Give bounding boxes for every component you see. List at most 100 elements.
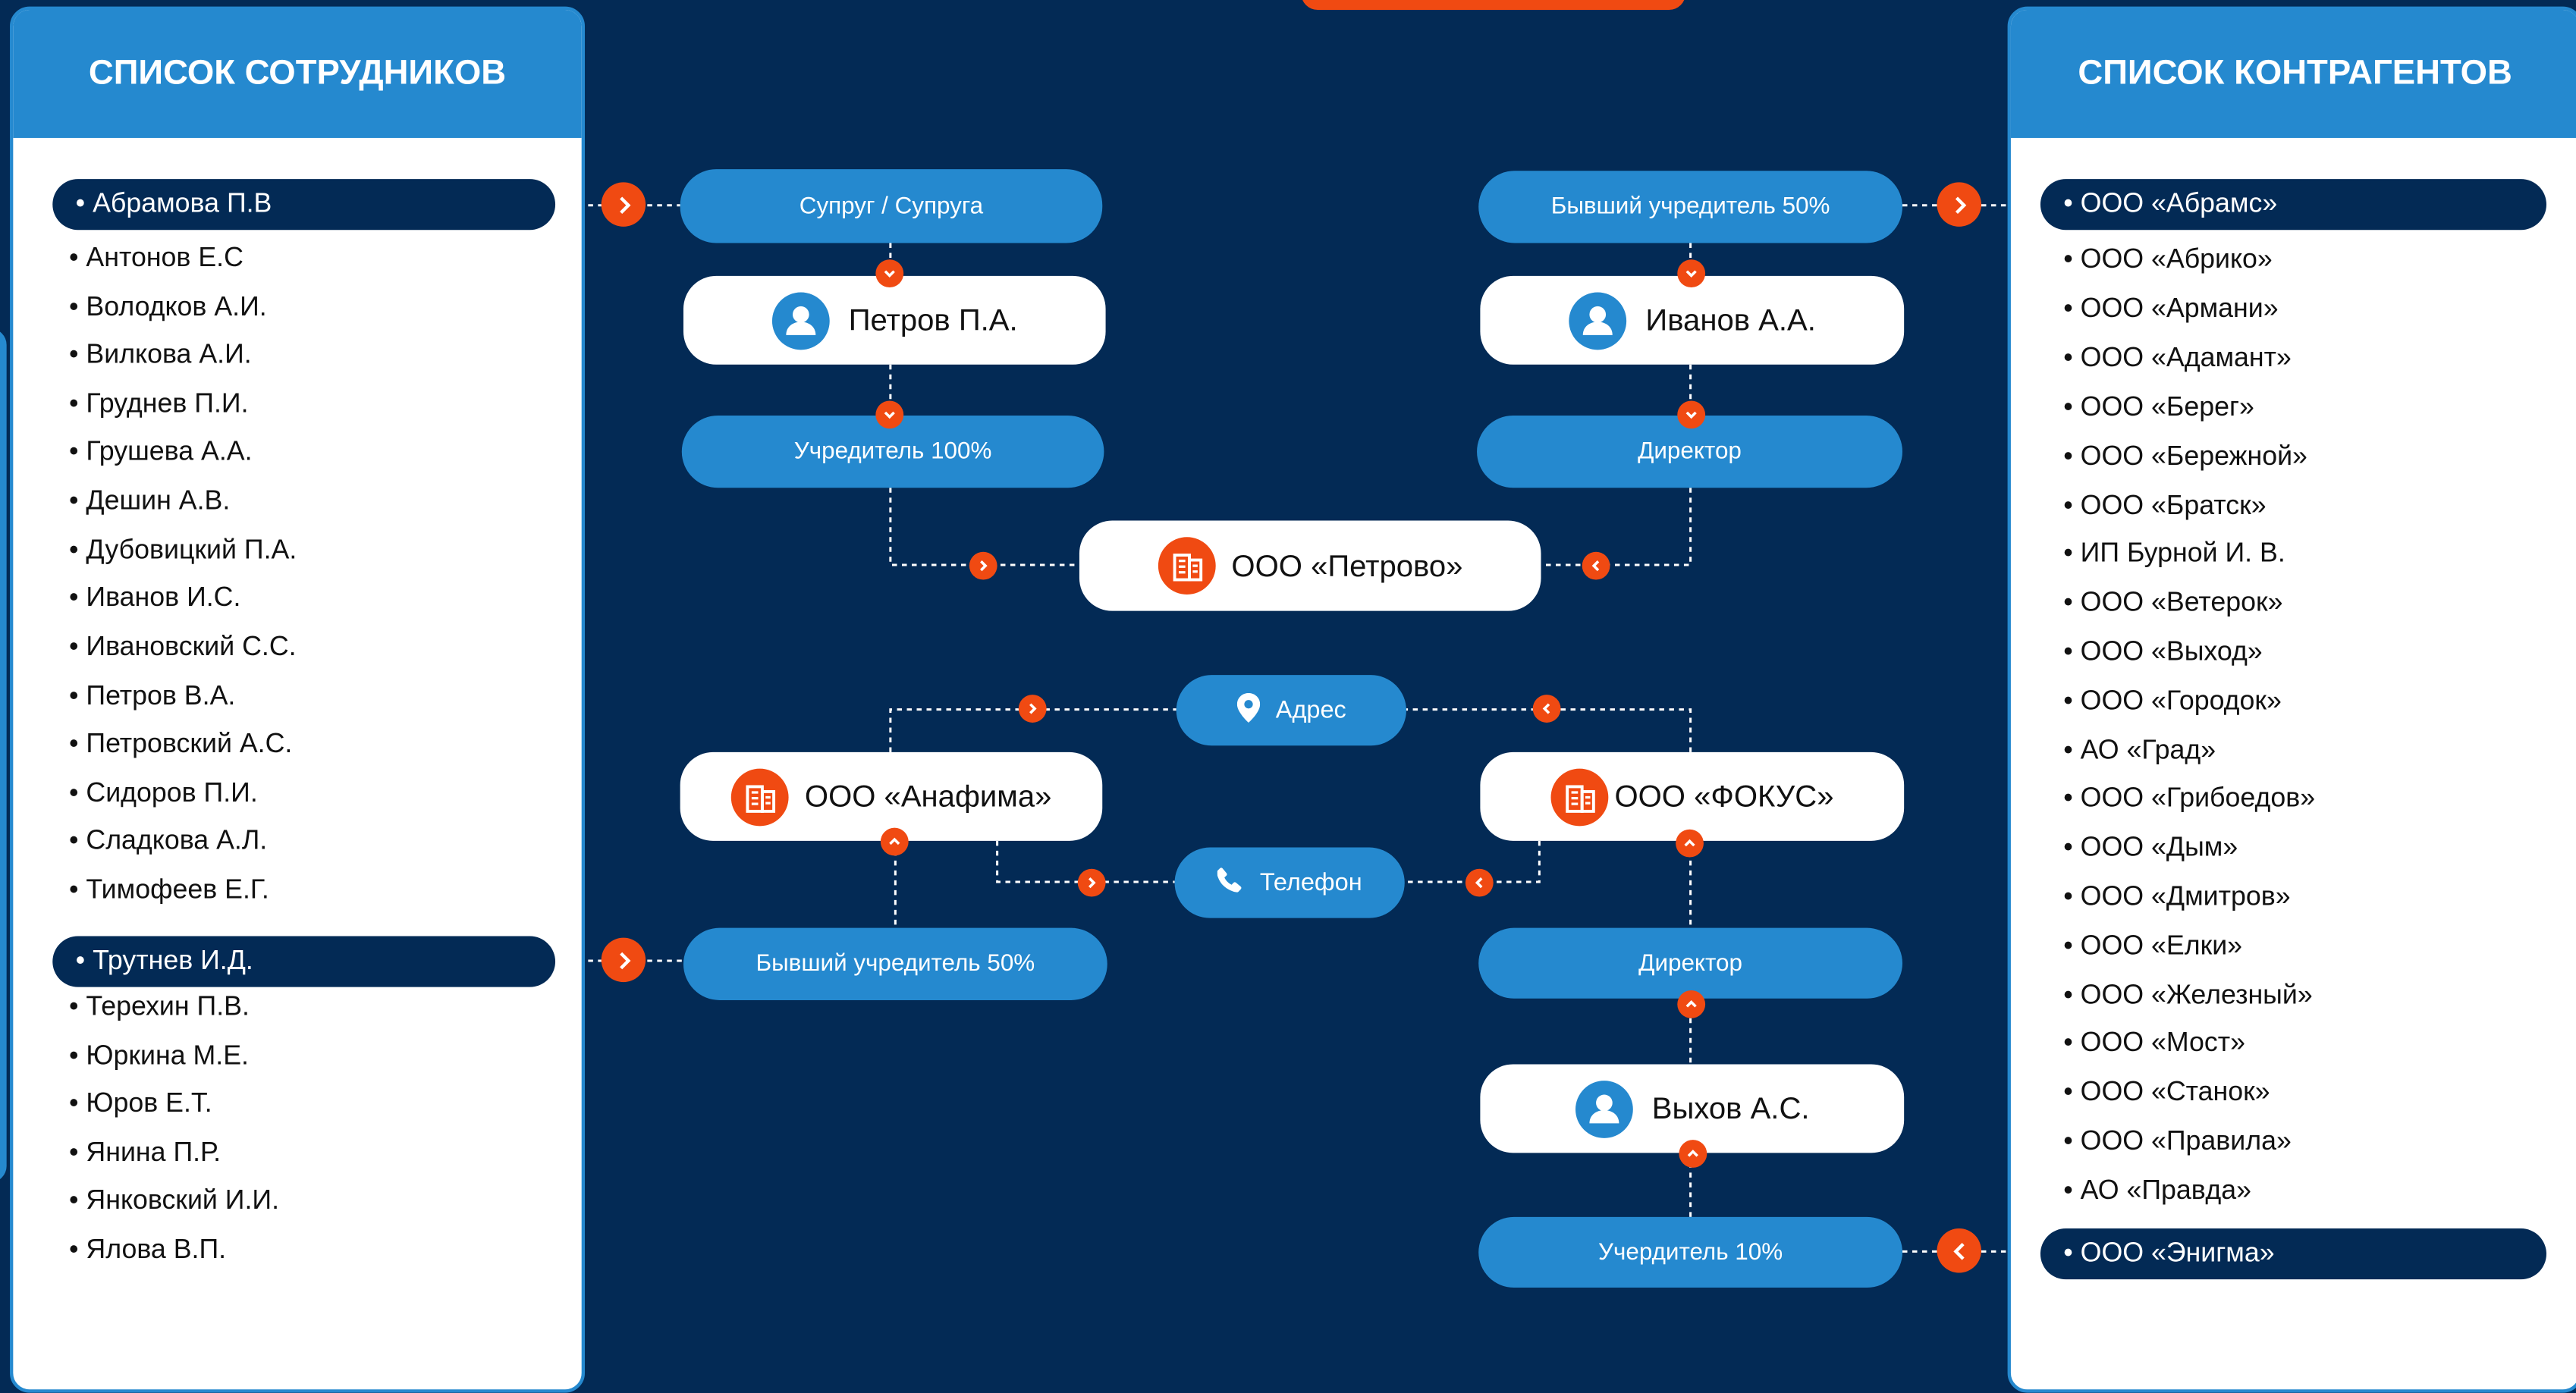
building-icon: [1550, 767, 1608, 826]
person-icon: [1574, 1080, 1632, 1137]
founder-10-relation-node[interactable]: Учердитель 10%: [1478, 1216, 1902, 1288]
contractor-item[interactable]: • ООО «Мост»: [2063, 1027, 2246, 1058]
employee-item-selected[interactable]: • Трутнев И.Д.: [52, 936, 556, 987]
contractor-item[interactable]: • ООО «Ветерок»: [2063, 588, 2283, 618]
chevron-right-icon: [1077, 868, 1106, 897]
founder-100-label: Учредитель 100%: [793, 438, 992, 465]
employee-item[interactable]: • Вилкова А.И.: [68, 340, 252, 370]
phone-node[interactable]: Телефон: [1174, 847, 1405, 918]
chevron-up-icon: [1676, 829, 1704, 858]
chevron-down-icon: [875, 259, 904, 288]
contractor-item[interactable]: • ООО «Железный»: [2063, 980, 2313, 1010]
contractor-item[interactable]: • АО «Град»: [2063, 736, 2216, 766]
contractor-item[interactable]: • ООО «Адамант»: [2063, 343, 2292, 373]
spouse-relation-node[interactable]: Супруг / Супруга: [680, 169, 1103, 243]
chevron-up-icon: [1679, 1140, 1707, 1168]
director-bottom-label: Директор: [1638, 949, 1743, 977]
employee-item[interactable]: • Дешин А.В.: [68, 486, 231, 516]
phone-label: Телефон: [1259, 868, 1362, 897]
person-icon: [771, 291, 829, 350]
address-label: Адрес: [1275, 696, 1346, 725]
director-top-relation-node[interactable]: Директор: [1477, 415, 1902, 488]
person-icon: [1568, 291, 1626, 350]
employee-item[interactable]: • Терехин П.В.: [68, 992, 250, 1022]
contractor-item[interactable]: • ООО «Елки»: [2063, 931, 2243, 961]
address-node[interactable]: Адрес: [1176, 675, 1406, 746]
employee-item[interactable]: • Дубовицкий П.А.: [68, 535, 297, 566]
contractors-panel: СПИСОК КОНТРАГЕНТОВ • ООО «Абрамс» • ООО…: [2007, 6, 2576, 1393]
chevron-down-icon: [1677, 259, 1706, 288]
top-accent-bar: [1301, 0, 1686, 10]
company-node-fokus[interactable]: ООО «ФОКУС»: [1480, 751, 1905, 841]
building-icon: [1157, 537, 1215, 595]
company-node-petrovo[interactable]: ООО «Петрово»: [1079, 520, 1541, 611]
employee-item[interactable]: • Петров В.А.: [68, 681, 236, 711]
chevron-left-icon: [1465, 868, 1494, 897]
left-accent-bar: [0, 328, 7, 1183]
chevron-up-icon: [880, 827, 909, 856]
person-name: Иванов А.А.: [1645, 302, 1816, 337]
contractor-item[interactable]: • ООО «Дым»: [2063, 833, 2238, 863]
contractor-item[interactable]: • ООО «Дмитров»: [2063, 882, 2291, 912]
company-name: ООО «ФОКУС»: [1614, 778, 1834, 814]
chevron-down-icon: [1677, 400, 1706, 429]
employee-item[interactable]: • Янина П.Р.: [68, 1137, 221, 1168]
former-founder-left-relation-node[interactable]: Бывший учредитель 50%: [683, 927, 1107, 1000]
chevron-up-icon: [1677, 990, 1706, 1018]
chevron-right-icon[interactable]: [601, 182, 646, 227]
contractor-item-selected[interactable]: • ООО «Энигма»: [2040, 1228, 2546, 1280]
company-name: ООО «Анафима»: [804, 778, 1052, 814]
employee-item[interactable]: • Володков А.И.: [68, 292, 267, 322]
contractor-item[interactable]: • ООО «Армани»: [2063, 293, 2279, 324]
person-node-ivanov[interactable]: Иванов А.А.: [1480, 275, 1905, 365]
former-founder-right-relation-node[interactable]: Бывший учредитель 50%: [1478, 171, 1902, 243]
employee-item[interactable]: • Юркина М.Е.: [68, 1041, 249, 1071]
chevron-left-icon[interactable]: [1937, 1228, 1981, 1273]
director-bottom-relation-node[interactable]: Директор: [1478, 927, 1902, 999]
contractor-item[interactable]: • ООО «Абрико»: [2063, 244, 2273, 275]
chevron-right-icon: [969, 551, 997, 580]
employee-item[interactable]: • Сидоров П.И.: [68, 778, 258, 808]
contractor-item[interactable]: • ООО «Правила»: [2063, 1126, 2292, 1156]
contractor-item[interactable]: • ООО «Станок»: [2063, 1077, 2270, 1107]
company-node-anafima[interactable]: ООО «Анафима»: [680, 751, 1103, 841]
contractor-item[interactable]: • ИП Бурной И. В.: [2063, 538, 2285, 569]
employee-item[interactable]: • Тимофеев Е.Г.: [68, 875, 269, 905]
employee-item[interactable]: • Юров Е.Т.: [68, 1088, 212, 1118]
phone-icon: [1217, 866, 1244, 899]
employee-item[interactable]: • Грушева А.А.: [68, 437, 253, 467]
employee-item[interactable]: • Иванов И.С.: [68, 582, 241, 613]
employees-panel-title: СПИСОК СОТРУДНИКОВ: [13, 9, 582, 138]
contractor-item[interactable]: • ООО «Берег»: [2063, 392, 2254, 422]
contractor-item[interactable]: • ООО «Выход»: [2063, 637, 2263, 667]
employee-item[interactable]: • Петровский А.С.: [68, 729, 293, 759]
contractors-panel-title: СПИСОК КОНТРАГЕНТОВ: [2010, 9, 2576, 138]
employee-item[interactable]: • Сладкова А.Л.: [68, 826, 268, 856]
person-node-vykhov[interactable]: Выхов А.С.: [1480, 1064, 1905, 1153]
employee-item[interactable]: • Янковский И.И.: [68, 1185, 280, 1216]
chevron-left-icon: [1532, 695, 1561, 723]
contractor-item[interactable]: • ООО «Городок»: [2063, 686, 2282, 717]
employees-panel: СПИСОК СОТРУДНИКОВ • Абрамова П.В • Анто…: [9, 6, 586, 1393]
chevron-right-icon[interactable]: [1937, 182, 1981, 227]
person-name: Выхов А.С.: [1651, 1090, 1810, 1125]
chevron-right-icon[interactable]: [601, 937, 646, 983]
employee-item[interactable]: • Груднев П.И.: [68, 389, 249, 419]
person-name: Петров П.А.: [848, 302, 1018, 337]
employee-item-selected[interactable]: • Абрамова П.В: [52, 179, 556, 231]
former-founder-right-label: Бывший учредитель 50%: [1550, 193, 1830, 221]
employee-item[interactable]: • Антонов Е.С: [68, 243, 243, 273]
person-node-petrov[interactable]: Петров П.А.: [683, 275, 1106, 365]
map-pin-icon: [1236, 692, 1260, 729]
employee-item[interactable]: • Ивановский С.С.: [68, 632, 297, 662]
chevron-down-icon: [875, 400, 904, 429]
contractor-item[interactable]: • АО «Правда»: [2063, 1175, 2251, 1206]
former-founder-left-label: Бывший учредитель 50%: [756, 950, 1035, 977]
contractor-item[interactable]: • ООО «Братск»: [2063, 491, 2267, 521]
employee-item[interactable]: • Ялова В.П.: [68, 1235, 227, 1265]
contractor-item[interactable]: • ООО «Грибоедов»: [2063, 783, 2316, 814]
contractor-item-selected[interactable]: • ООО «Абрамс»: [2040, 179, 2546, 231]
spouse-relation-label: Супруг / Супруга: [799, 193, 984, 220]
contractor-item[interactable]: • ООО «Бережной»: [2063, 441, 2307, 472]
